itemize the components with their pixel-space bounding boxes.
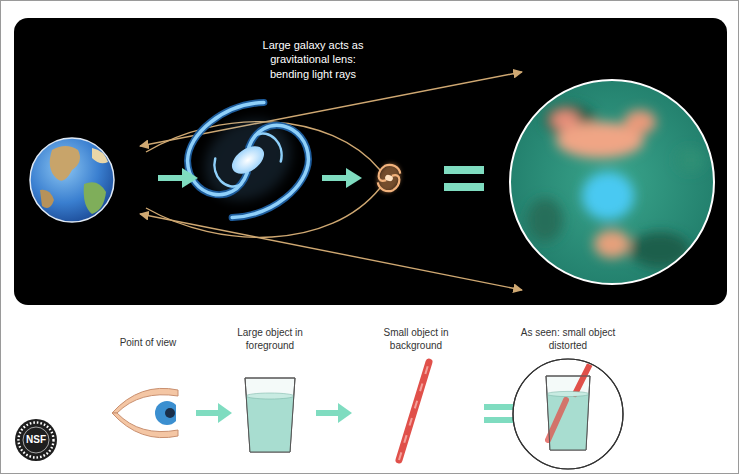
- equals-sign: [444, 166, 484, 174]
- eye: [155, 401, 179, 425]
- lensed-image: [676, 148, 704, 172]
- glass: [246, 396, 294, 452]
- teal-arrow: [196, 410, 220, 416]
- equals-sign: [444, 166, 484, 191]
- lensed-image: [624, 110, 656, 134]
- lens-galaxy: [227, 141, 269, 180]
- teal-arrow: [158, 175, 184, 181]
- caption: As seen: small object distorted: [509, 327, 627, 352]
- lens-galaxy: [189, 102, 308, 217]
- eye: [112, 413, 178, 438]
- earth: [92, 148, 108, 163]
- nsf-logo: [23, 427, 49, 453]
- teal-arrow: [218, 403, 232, 423]
- teal-arrow: [322, 175, 348, 181]
- black-panel: [14, 18, 727, 305]
- lensed-image: [527, 104, 704, 268]
- lensed-image: [510, 80, 714, 284]
- light-rays: [140, 72, 522, 290]
- equals-sign: [444, 183, 484, 191]
- teal-arrow: [316, 410, 340, 416]
- lensed-image: [510, 80, 714, 284]
- nsf-logo: [15, 419, 57, 461]
- lens-galaxy: [201, 114, 325, 230]
- eye: [115, 392, 176, 434]
- panel-heading: Large galaxy acts as gravitational lens:…: [252, 38, 374, 81]
- eye: [112, 388, 179, 437]
- lens-galaxy: [201, 114, 325, 230]
- straw: [399, 362, 429, 460]
- earth: [40, 190, 54, 208]
- background-galaxy: [384, 174, 394, 182]
- teal-arrow: [158, 168, 362, 188]
- straw: [399, 362, 429, 460]
- lensed-image: [582, 172, 634, 220]
- distorted-view: [513, 359, 623, 469]
- straw: [399, 362, 429, 460]
- distorted-view: [513, 359, 623, 469]
- teal-arrow: [338, 403, 352, 423]
- lensed-image: [630, 232, 690, 268]
- caption: Small object in background: [375, 327, 457, 352]
- lensed-image: [527, 104, 704, 268]
- lens-galaxy: [172, 85, 325, 236]
- earth: [30, 138, 114, 222]
- nsf-logo: [15, 419, 57, 461]
- teal-arrow: [346, 168, 362, 188]
- eye: [165, 408, 175, 418]
- logo-text: NSF: [23, 434, 49, 447]
- distorted-view: [575, 362, 591, 394]
- glass: [245, 378, 295, 452]
- distorted-view: [548, 400, 566, 440]
- lens-galaxy: [172, 90, 296, 206]
- eye: [155, 401, 179, 425]
- distorted-view: [546, 376, 590, 450]
- background-galaxy: [377, 162, 402, 186]
- distorted-view: [546, 376, 590, 450]
- glass: [245, 378, 295, 452]
- distorted-view: [547, 394, 589, 450]
- teal-arrow: [182, 168, 198, 188]
- earth: [30, 138, 114, 222]
- eye: [112, 388, 178, 413]
- glass: [246, 393, 294, 399]
- distorted-view: [547, 391, 589, 396]
- light-rays: [140, 214, 522, 290]
- caption: Point of view: [102, 337, 194, 350]
- background-galaxy: [374, 160, 405, 196]
- glass: [245, 378, 295, 452]
- lens-panel: Large galaxy acts as gravitational lens:…: [14, 18, 727, 305]
- earth: [84, 182, 106, 214]
- background-galaxy: [374, 160, 405, 196]
- earth: [50, 146, 80, 181]
- caption: Large object in foreground: [229, 327, 311, 352]
- lensed-image: [551, 110, 579, 130]
- lens-galaxy: [172, 85, 325, 236]
- lensed-image: [510, 80, 714, 284]
- lensed-image: [594, 230, 630, 258]
- distorted-view: [546, 362, 591, 450]
- nsf-logo: [19, 423, 54, 458]
- lensed-image: [527, 198, 563, 242]
- lens-galaxy: [172, 90, 296, 206]
- distorted-view: [513, 359, 623, 469]
